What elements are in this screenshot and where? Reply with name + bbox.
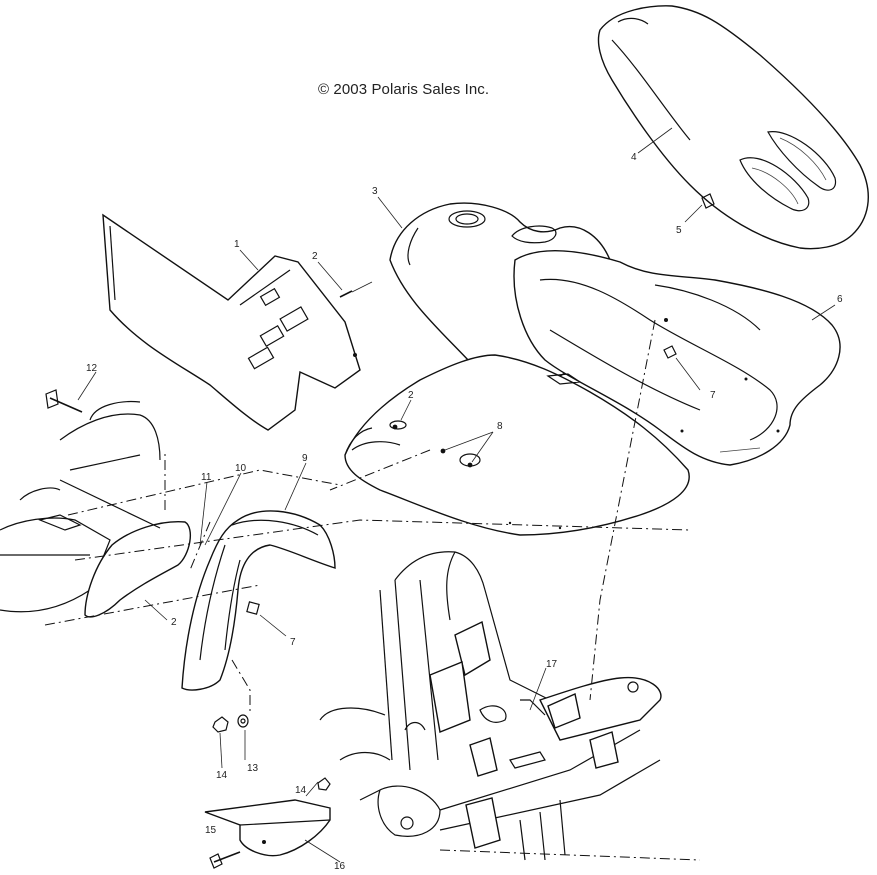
callout-6: 6 [837, 294, 843, 305]
callout-7: 7 [710, 390, 716, 401]
callout-2: 2 [312, 251, 318, 262]
part-seat [597, 5, 869, 250]
callout-16: 16 [334, 861, 346, 870]
part-frame [319, 551, 662, 861]
callout-labels: 1 2 2 2 3 4 5 6 7 7 8 9 10 11 12 13 14 1… [86, 152, 843, 872]
callout-8: 8 [497, 421, 503, 432]
part-screw [339, 281, 373, 298]
part-bolt [45, 389, 83, 413]
callout-14: 14 [216, 770, 228, 781]
part-clip [684, 193, 715, 223]
part-front-cab [344, 354, 690, 536]
copyright-notice: © 2003 Polaris Sales Inc. [318, 81, 490, 98]
callout-13: 13 [247, 763, 259, 774]
callout-3: 3 [372, 186, 378, 197]
callout-2: 2 [171, 617, 177, 628]
part-fender-clip [663, 318, 677, 359]
callout-5: 5 [676, 225, 682, 236]
callout-11: 11 [201, 472, 212, 483]
callout-17: 17 [546, 659, 558, 670]
callout-7: 7 [290, 637, 296, 648]
callout-14: 14 [295, 785, 307, 796]
part-lower-guard [204, 777, 331, 869]
callout-12: 12 [86, 363, 98, 374]
part-footrest [0, 400, 192, 618]
callout-9: 9 [302, 453, 308, 464]
callout-15: 15 [205, 825, 217, 836]
leader-lines [77, 127, 836, 863]
part-nut-washer [212, 714, 249, 733]
part-side-panel [102, 213, 361, 431]
callout-4: 4 [631, 152, 637, 163]
callout-2: 2 [408, 390, 414, 401]
assembly-lines [44, 319, 701, 861]
part-fender-flare [181, 510, 336, 691]
callout-1: 1 [234, 239, 240, 250]
callout-10: 10 [235, 463, 247, 474]
